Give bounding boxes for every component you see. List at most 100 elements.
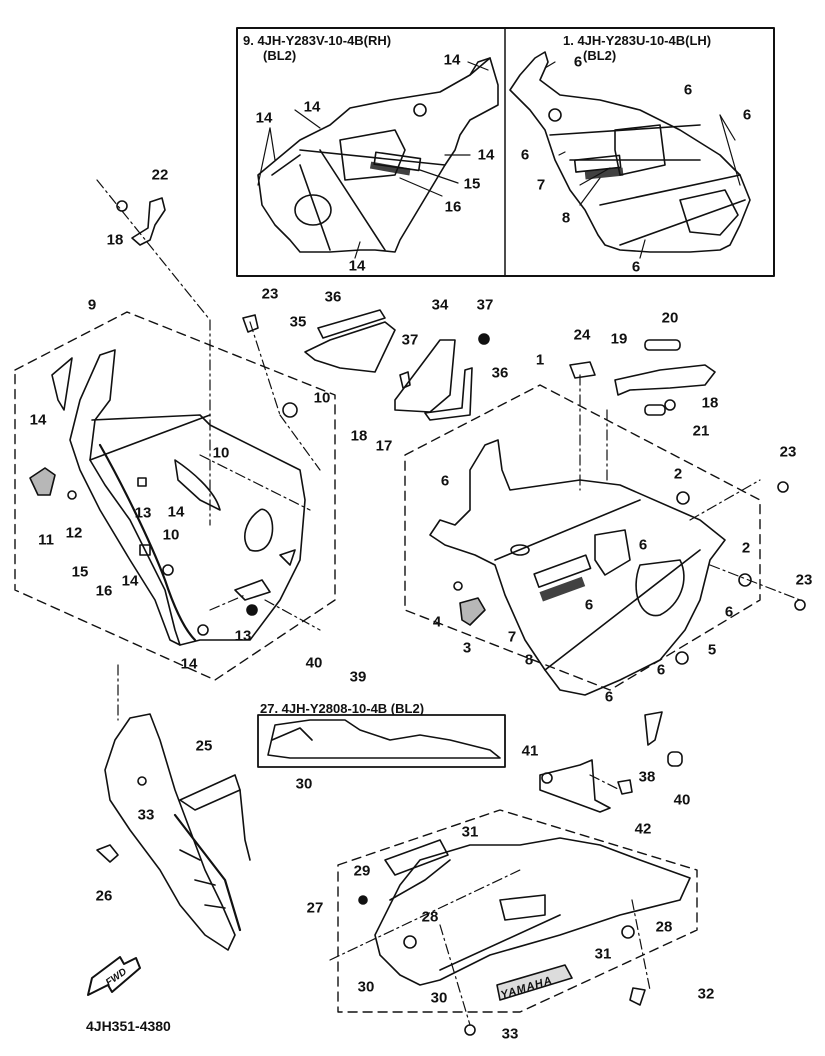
callout-label: 24 — [573, 326, 591, 344]
leader-lines — [257, 61, 741, 259]
callout-label: 18 — [350, 427, 368, 445]
inset-title-lh: 1. 4JH-Y283U-10-4B(LH) (BL2) — [563, 33, 712, 64]
rh-assembly-dashed-box — [14, 311, 336, 681]
callout-label: 8 — [561, 209, 571, 227]
callout-label: 6 — [742, 106, 752, 124]
callout-label: 37 — [401, 331, 419, 349]
callout-label: 3 — [462, 639, 472, 657]
callout-label: 6 — [683, 81, 693, 99]
callout-label: 14 — [121, 572, 139, 590]
callout-label: 10 — [212, 444, 230, 462]
callout-label: 27 — [306, 899, 324, 917]
callout-label: 12 — [65, 524, 83, 542]
callout-label: 14 — [167, 503, 185, 521]
callout-label: 8 — [524, 651, 534, 669]
callout-label: 14 — [443, 51, 461, 69]
callout-label: 20 — [661, 309, 679, 327]
callout-label: 10 — [162, 526, 180, 544]
fwd-arrow — [87, 956, 141, 996]
callout-label: 33 — [501, 1025, 519, 1043]
callout-label: 23 — [779, 443, 797, 461]
callout-label: 40 — [673, 791, 691, 809]
bracket-41 — [539, 711, 683, 813]
callout-label: 38 — [638, 768, 656, 786]
callout-label: 6 — [584, 596, 594, 614]
inset-frame-top — [236, 27, 775, 277]
callout-label: 6 — [638, 536, 648, 554]
callout-label: 18 — [106, 231, 124, 249]
callout-label: 30 — [357, 978, 375, 996]
callout-label: 40 — [305, 654, 323, 672]
callout-label: 14 — [29, 411, 47, 429]
callout-label: 2 — [741, 539, 751, 557]
callout-label: 34 — [431, 296, 449, 314]
top-center-parts — [242, 309, 716, 421]
inset-title-lh-line2: (BL2) — [583, 47, 617, 63]
callout-label: 19 — [610, 330, 628, 348]
callout-label: 1 — [535, 351, 545, 369]
callout-label: 5 — [707, 641, 717, 659]
callout-label: 31 — [461, 823, 479, 841]
callout-label: 14 — [348, 257, 366, 275]
callout-label: 9 — [87, 296, 97, 314]
callout-label: 6 — [604, 688, 614, 706]
inset-title-under-line1: 27. 4JH-Y2808-10-4B (BL2) — [260, 701, 425, 716]
callout-label: 14 — [477, 146, 495, 164]
callout-label: 37 — [476, 296, 494, 314]
lh-cowling-inset — [509, 51, 751, 253]
inset-title-rh: 9. 4JH-Y283V-10-4B(RH) (BL2) — [243, 33, 392, 64]
callout-label: 6 — [656, 661, 666, 679]
callout-label: 36 — [324, 288, 342, 306]
callout-label: 6 — [520, 146, 530, 164]
callout-label: 30 — [295, 775, 313, 793]
callout-label: 39 — [349, 668, 367, 686]
callout-label: 4 — [432, 613, 442, 631]
callout-label: 25 — [195, 737, 213, 755]
callout-label: 28 — [655, 918, 673, 936]
callout-label: 6 — [631, 258, 641, 276]
side-panel-25 — [96, 713, 251, 951]
callout-label: 11 — [38, 531, 54, 549]
rh-cowling-main — [29, 349, 306, 646]
callout-label: 6 — [440, 472, 450, 490]
under-cowl-dashed-box — [337, 809, 698, 1013]
inset-title-rh-line2: (BL2) — [263, 47, 297, 63]
callout-label: 26 — [95, 887, 113, 905]
guide-lines — [96, 179, 801, 1026]
callout-label: 23 — [795, 571, 813, 589]
callout-label: 13 — [134, 504, 152, 522]
callout-label: 15 — [463, 175, 481, 193]
callout-label: 32 — [697, 985, 715, 1003]
under-cowl-main — [358, 837, 691, 1036]
callout-label: 14 — [255, 109, 273, 127]
callout-label: 42 — [634, 820, 652, 838]
inset-title-rh-line1: 9. 4JH-Y283V-10-4B(RH) — [243, 33, 392, 48]
bracket-22 — [116, 197, 166, 246]
callout-label: 15 — [71, 563, 89, 581]
diagram-part-code: 4JH351-4380 — [86, 1018, 171, 1034]
callout-label: 16 — [444, 198, 462, 216]
callout-label: 28 — [421, 908, 439, 926]
callout-label: 33 — [137, 806, 155, 824]
callout-label: 14 — [303, 98, 321, 116]
callout-label: 16 — [95, 582, 113, 600]
callout-label: 17 — [375, 437, 393, 455]
callout-label: 23 — [261, 285, 279, 303]
under-cowl-inset — [257, 714, 506, 768]
callout-label: 10 — [313, 389, 331, 407]
callout-label: 14 — [180, 655, 198, 673]
inset-title-lh-line1: 1. 4JH-Y283U-10-4B(LH) — [563, 33, 712, 48]
inset-title-under: 27. 4JH-Y2808-10-4B (BL2) — [260, 701, 425, 717]
callout-label: 41 — [521, 742, 539, 760]
callout-label: 21 — [692, 422, 710, 440]
callout-label: 6 — [724, 603, 734, 621]
lh-cowling-main — [429, 439, 806, 696]
callout-label: 2 — [673, 465, 683, 483]
callout-label: 35 — [289, 313, 307, 331]
callout-label: 36 — [491, 364, 509, 382]
callout-label: 18 — [701, 394, 719, 412]
callout-label: 29 — [353, 862, 371, 880]
callout-label: 13 — [234, 627, 252, 645]
callout-label: 22 — [151, 166, 169, 184]
